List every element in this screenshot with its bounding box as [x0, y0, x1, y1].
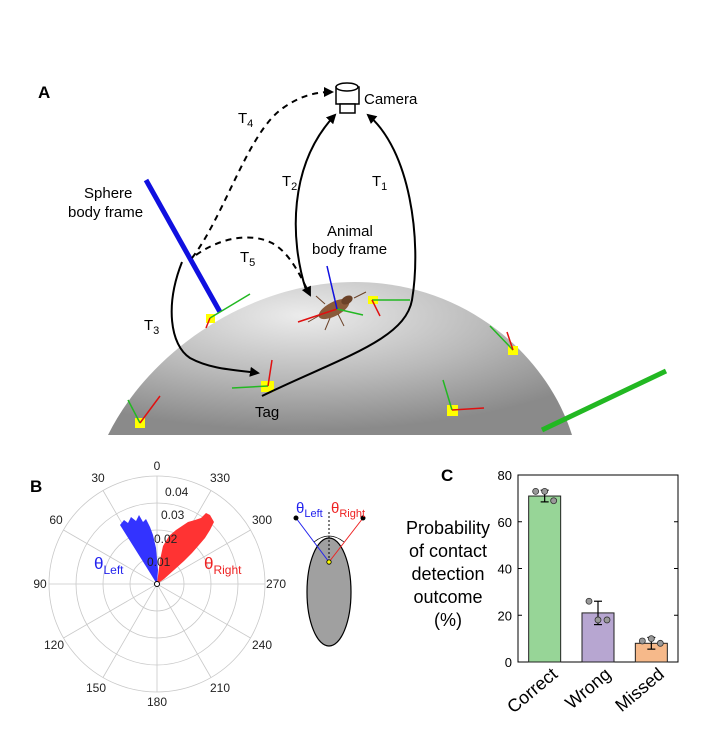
ylabel-block: Probability of contact detection outcome…: [406, 518, 490, 630]
tag-label: Tag: [255, 404, 279, 421]
svg-text:210: 210: [210, 681, 230, 695]
svg-text:330: 330: [210, 471, 230, 485]
bar: [528, 495, 562, 663]
arrow-t2: [294, 113, 337, 291]
transform-arrows: [170, 87, 417, 397]
svg-text:0.04: 0.04: [165, 485, 189, 499]
sphere-label-line1: Sphere: [84, 185, 132, 202]
ylabel-line: (%): [434, 610, 462, 630]
ylabel-line: of contact: [409, 541, 487, 561]
svg-text:90: 90: [33, 577, 47, 591]
theta-left-distribution: [120, 515, 158, 584]
y-tick-label: 0: [505, 655, 512, 670]
schematic-theta-left: θLeft: [296, 500, 323, 520]
data-point: [656, 639, 664, 647]
sphere: [108, 282, 572, 435]
x-tick-label: Wrong: [561, 664, 614, 713]
angle-labels: 0 30 60 90 120 150 180 210 240 270 300 3…: [33, 459, 286, 709]
data-point: [647, 635, 655, 643]
theta-left-label: θLeft: [94, 554, 124, 577]
schematic-theta-right: θRight: [331, 500, 365, 520]
arrow-t3: [170, 261, 260, 377]
body-schematic: θLeft θRight: [293, 500, 366, 647]
svg-text:30: 30: [91, 471, 105, 485]
panel-label-c: C: [441, 466, 453, 485]
t3-label: T3: [144, 317, 159, 337]
data-point: [603, 616, 611, 624]
t4-label: T4: [238, 110, 253, 130]
t2-label: T2: [282, 173, 297, 193]
data-point: [532, 487, 540, 495]
ylabel-line: Probability: [406, 518, 490, 538]
svg-text:150: 150: [86, 681, 106, 695]
y-tick-label: 40: [498, 562, 512, 577]
ylabel-line: detection: [411, 564, 484, 584]
sphere-label-line2: body frame: [68, 204, 143, 221]
tag-frame: [205, 293, 251, 329]
tag-frame: [231, 359, 274, 392]
animal-label-line2: body frame: [312, 241, 387, 258]
green-axis: [540, 368, 668, 433]
tag-frame: [489, 325, 518, 355]
y-tick-label: 20: [498, 608, 512, 623]
t5-label: T5: [240, 249, 255, 269]
svg-text:270: 270: [266, 577, 286, 591]
arrow-t5: [195, 236, 311, 297]
svg-text:300: 300: [252, 513, 272, 527]
ylabel-line: outcome: [413, 587, 482, 607]
svg-text:0: 0: [154, 459, 161, 473]
sphere-body-axis: [143, 178, 223, 314]
data-point: [550, 497, 558, 505]
radial-labels: 0.01 0.02 0.03 0.04: [147, 485, 189, 569]
tag-frame: [368, 296, 410, 317]
svg-text:60: 60: [49, 513, 63, 527]
svg-text:0.03: 0.03: [161, 508, 185, 522]
animal-label-line1: Animal: [327, 223, 373, 240]
data-point: [541, 487, 549, 495]
y-tick-label: 80: [498, 468, 512, 483]
tag-frame: [442, 379, 485, 416]
polar-origin: [154, 581, 160, 587]
theta-right-label: θRight: [204, 554, 242, 577]
data-point: [638, 637, 646, 645]
tags: [127, 293, 518, 428]
svg-text:0.02: 0.02: [154, 532, 178, 546]
arrow-t1: [261, 113, 417, 397]
camera-label: Camera: [364, 91, 418, 108]
t1-label: T1: [372, 173, 387, 193]
panel-label-a: A: [38, 83, 50, 102]
animal-bug: [297, 265, 367, 331]
x-tick-label: Correct: [503, 664, 561, 717]
x-tick-label: Missed: [611, 664, 668, 716]
y-tick-label: 60: [498, 515, 512, 530]
polar-plot: 0 30 60 90 120 150 180 210 240 270 300 3…: [33, 459, 286, 709]
svg-text:0.01: 0.01: [147, 555, 171, 569]
theta-right-distribution: [157, 513, 214, 584]
svg-text:240: 240: [252, 638, 272, 652]
camera-icon: [335, 82, 360, 114]
data-point: [585, 597, 593, 605]
svg-text:120: 120: [44, 638, 64, 652]
tag-frame: [127, 395, 161, 428]
panel-label-b: B: [30, 477, 42, 496]
svg-text:180: 180: [147, 695, 167, 709]
data-point: [594, 616, 602, 624]
arrow-t4: [191, 87, 334, 259]
